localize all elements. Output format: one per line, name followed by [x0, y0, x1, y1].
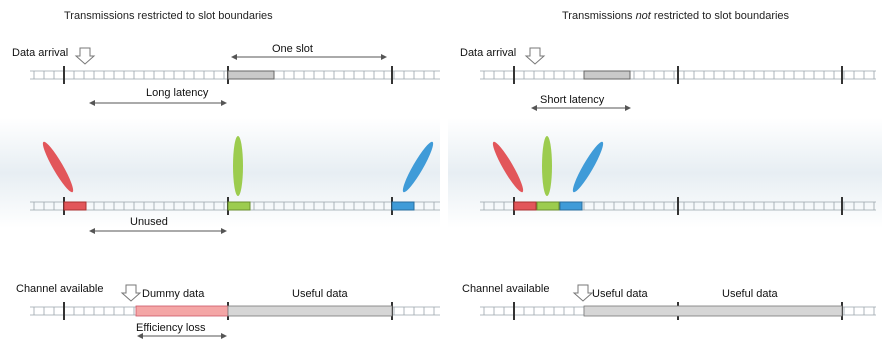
left-green-beam-icon — [233, 136, 243, 196]
right-panel-title: Transmissions not restricted to slot bou… — [562, 10, 789, 22]
right-green-beam-icon — [542, 136, 552, 196]
one-slot-label: One slot — [272, 43, 313, 55]
left-blue-block — [391, 201, 415, 211]
left-channel-available-arrow-icon — [120, 284, 142, 302]
right-blue-block — [559, 201, 583, 211]
efficiency-loss-label: Efficiency loss — [136, 322, 206, 334]
right-channel-available-arrow-icon — [572, 284, 594, 302]
right-title-after: restricted to slot boundaries — [650, 10, 790, 22]
left-useful-data-label: Useful data — [292, 288, 349, 300]
short-latency-label: Short latency — [540, 94, 605, 106]
long-latency-label: Long latency — [146, 87, 209, 99]
left-top-data-block — [227, 70, 275, 80]
right-title-before: Transmissions — [562, 10, 636, 22]
right-useful-data-block — [583, 305, 843, 317]
left-blue-beam-icon — [402, 141, 434, 193]
right-red-block — [513, 201, 537, 211]
right-useful-data-label-2: Useful data — [722, 288, 779, 300]
right-top-data-block — [583, 70, 631, 80]
right-red-beam-icon — [492, 141, 524, 193]
right-green-block — [536, 201, 560, 211]
left-red-beam-icon — [42, 141, 74, 193]
right-data-arrival-arrow-icon — [524, 47, 546, 65]
dummy-data-label: Dummy data — [142, 288, 205, 300]
unused-label: Unused — [130, 216, 168, 228]
dummy-data-block — [135, 305, 229, 317]
right-title-emph: not — [635, 10, 651, 22]
right-channel-available-label: Channel available — [462, 283, 549, 295]
right-data-arrival-label: Data arrival — [460, 47, 516, 59]
left-channel-available-label: Channel available — [16, 283, 103, 295]
right-blue-beam-icon — [572, 141, 604, 193]
left-data-arrival-arrow-icon — [74, 47, 96, 65]
left-red-block — [63, 201, 87, 211]
left-green-block — [227, 201, 251, 211]
left-data-arrival-label: Data arrival — [12, 47, 68, 59]
left-useful-data-block — [227, 305, 393, 317]
right-useful-data-label-1: Useful data — [592, 288, 649, 300]
left-panel-title: Transmissions restricted to slot boundar… — [64, 10, 273, 22]
